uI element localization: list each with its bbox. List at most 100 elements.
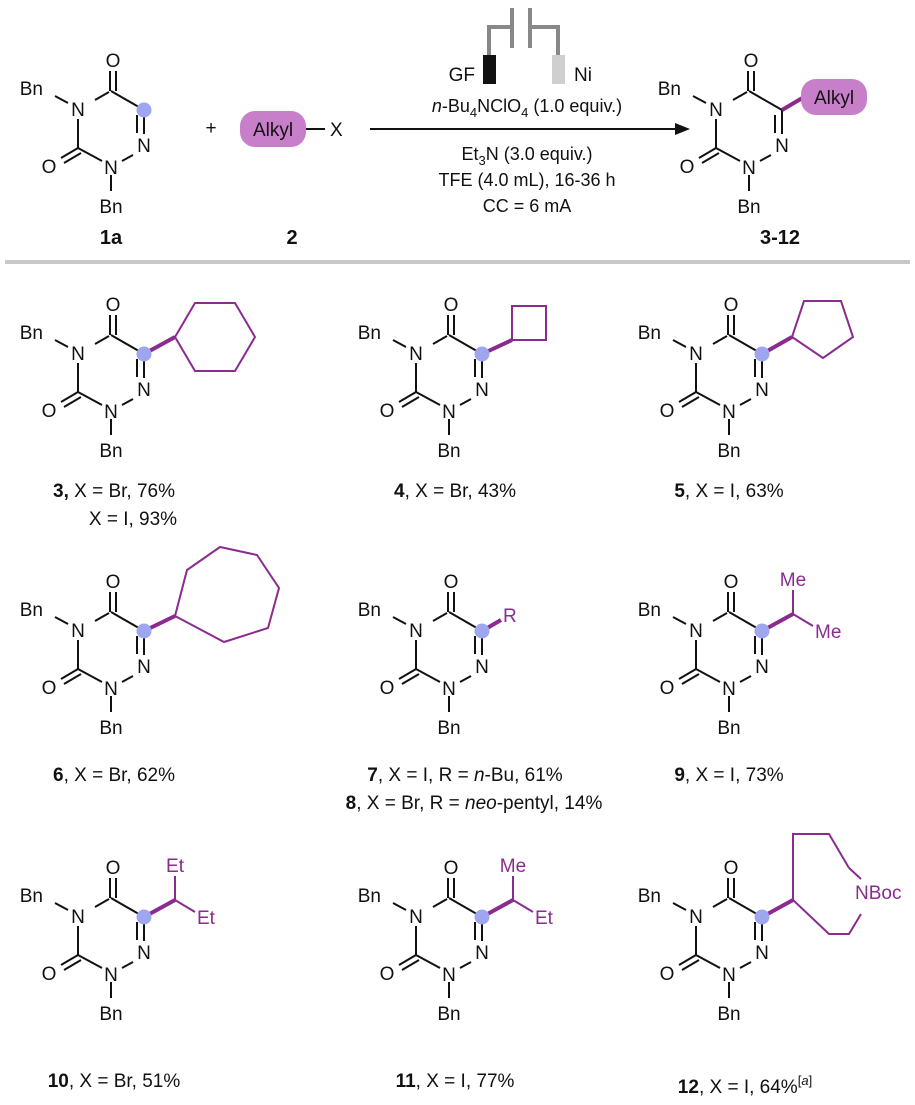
atom-bn: Bn [658,79,681,100]
atom-o: O [380,401,395,422]
core-atoms: O N Bn N N O Bn [638,858,769,1025]
atom-o: O [444,572,459,593]
reaction-conditions: n-Bu4NClO4 (1.0 equiv.) Et3N (3.0 equiv.… [370,96,690,216]
core-atoms: O N Bn N N O Bn [358,572,489,739]
atom-o: O [660,678,675,699]
atom-o: O [106,51,121,72]
ni-electrode [552,55,565,84]
condition-base: Et3N (3.0 equiv.) [462,144,593,168]
atom-bn: Bn [358,600,381,621]
atom-n: N [137,380,151,401]
atom-n: N [104,402,118,423]
caption-4: 4, X = Br, 43% [394,481,516,502]
atom-n: N [409,907,423,928]
atom-me: Me [815,622,841,643]
atom-o: O [680,157,695,178]
atom-o: O [42,964,57,985]
atom-n: N [71,907,85,928]
caption-3-line2: X = I, 93% [89,509,177,530]
atom-n: N [755,657,769,678]
condition-electrolyte: n-Bu4NClO4 (1.0 equiv.) [432,96,622,120]
atom-n: N [137,136,151,157]
atom-n: N [104,965,118,986]
atom-bn: Bn [358,323,381,344]
atom-o: O [660,964,675,985]
reactive-site-dot [754,623,770,639]
atom-me: Me [780,570,806,591]
caption-11: 11, X = I, 77% [396,1071,515,1092]
atom-et: Et [166,856,185,877]
atom-n: N [689,344,703,365]
reagent-2: Alkyl X [240,111,343,147]
atom-o: O [380,964,395,985]
reactive-site-dot [136,623,152,639]
atom-bn: Bn [20,886,43,907]
core-atoms: O N Bn N N O Bn [358,295,489,462]
core-atoms: O N Bn N N O Bn [20,858,151,1025]
atom-o: O [660,401,675,422]
piperidine-ring [792,833,862,935]
atom-bn: Bn [99,718,122,739]
atom-o: O [42,678,57,699]
atom-bn: Bn [638,323,661,344]
atom-n: N [137,657,151,678]
core-atoms: O N Bn N N O Bn [638,295,769,462]
core-atoms: O N Bn N N O Bn [20,572,151,739]
caption-5: 5, X = I, 63% [674,481,783,502]
reactive-site-dot [754,346,770,362]
atom-bn: Bn [99,441,122,462]
atom-n: N [104,158,118,179]
compound-7-8: O N Bn N N O Bn R [358,572,517,739]
atom-o: O [724,572,739,593]
compound-11: O N Bn N N O Bn Me Et [358,856,554,1025]
atom-o: O [380,678,395,699]
caption-12: 12, X = I, 64%[a] [678,1073,812,1098]
atom-n: N [71,100,85,121]
atom-o: O [42,401,57,422]
compound-6: O N Bn N N O Bn [20,545,281,739]
atom-bn: Bn [20,323,43,344]
atom-n: N [442,679,456,700]
atom-bn: Bn [99,1004,122,1025]
atom-bn: Bn [717,718,740,739]
atom-n: N [475,943,489,964]
core-atoms: O N Bn N N O Bn [658,51,789,218]
atom-r: R [503,606,517,627]
atom-bn: Bn [20,79,43,100]
caption-8: 8, X = Br, R = neo-pentyl, 14% [346,793,603,814]
atom-n: N [709,100,723,121]
atom-o: O [42,157,57,178]
atom-o: O [744,51,759,72]
gf-electrode [483,55,496,84]
atom-o: O [444,858,459,879]
atom-bn: Bn [20,600,43,621]
atom-n: N [475,380,489,401]
electrochemical-cell: GF Ni [449,8,592,86]
cyclobutyl-ring [511,305,547,341]
compound-4: O N Bn N N O Bn [358,295,547,462]
atom-bn: Bn [737,197,760,218]
cyclohexyl-ring [173,302,257,372]
atom-n: N [722,679,736,700]
atom-n: N [409,621,423,642]
compound-5: O N Bn N N O Bn [638,295,855,462]
atom-bn: Bn [99,197,122,218]
reactive-site-dot [136,102,152,118]
alkyl-box [801,79,867,115]
atom-n: N [689,907,703,928]
reactive-site-dot [474,346,490,362]
atom-et: Et [535,908,554,929]
atom-bn: Bn [437,441,460,462]
atom-n: N [137,943,151,964]
atom-o: O [106,572,121,593]
atom-n: N [442,965,456,986]
compound-9: O N Bn N N O Bn Me Me [638,570,842,739]
atom-n: N [775,136,789,157]
ni-label: Ni [574,65,592,86]
reactive-site-dot [754,909,770,925]
label-1a: 1a [100,227,123,249]
core-atoms: O N Bn N N O Bn [358,858,489,1025]
reactive-site-dot [474,909,490,925]
alkyl-box [240,111,306,147]
